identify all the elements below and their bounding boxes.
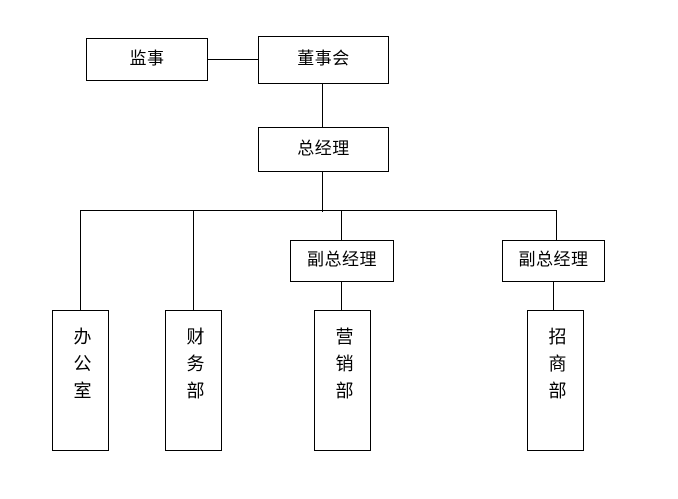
connector-bus-to-dgm2 — [556, 210, 558, 241]
node-investment-department[interactable]: 招商部 — [527, 310, 584, 451]
connector-dgm2-to-investment — [553, 280, 555, 311]
node-deputy-general-manager-2[interactable]: 副总经理 — [502, 240, 605, 282]
node-finance-department-label: 财务部 — [183, 327, 205, 408]
node-investment-department-label: 招商部 — [545, 327, 567, 408]
connector-bus-to-dgm1 — [341, 210, 343, 241]
connector-bus-to-office — [80, 210, 82, 310]
node-general-manager[interactable]: 总经理 — [258, 127, 389, 172]
node-office[interactable]: 办公室 — [52, 310, 109, 451]
node-marketing-department-label: 营销部 — [332, 327, 354, 408]
connector-bus-to-finance — [193, 210, 195, 310]
node-office-label: 办公室 — [70, 327, 92, 408]
node-marketing-department[interactable]: 营销部 — [314, 310, 371, 451]
connector-board-to-gm — [322, 83, 324, 128]
node-board-of-directors-label: 董事会 — [297, 49, 350, 70]
node-deputy-general-manager-1-label: 副总经理 — [307, 250, 377, 271]
connector-gm-to-bus — [322, 171, 324, 212]
node-general-manager-label: 总经理 — [297, 138, 350, 159]
node-finance-department[interactable]: 财务部 — [165, 310, 222, 451]
node-board-of-directors[interactable]: 董事会 — [258, 36, 389, 84]
node-deputy-general-manager-2-label: 副总经理 — [518, 250, 589, 271]
node-supervisor-label: 监事 — [129, 48, 165, 69]
connector-supervisor-to-board — [207, 59, 259, 61]
connector-bus-horizontal — [80, 210, 557, 212]
node-deputy-general-manager-1[interactable]: 副总经理 — [290, 240, 394, 282]
connector-dgm1-to-marketing — [341, 280, 343, 311]
node-supervisor[interactable]: 监事 — [86, 38, 208, 81]
